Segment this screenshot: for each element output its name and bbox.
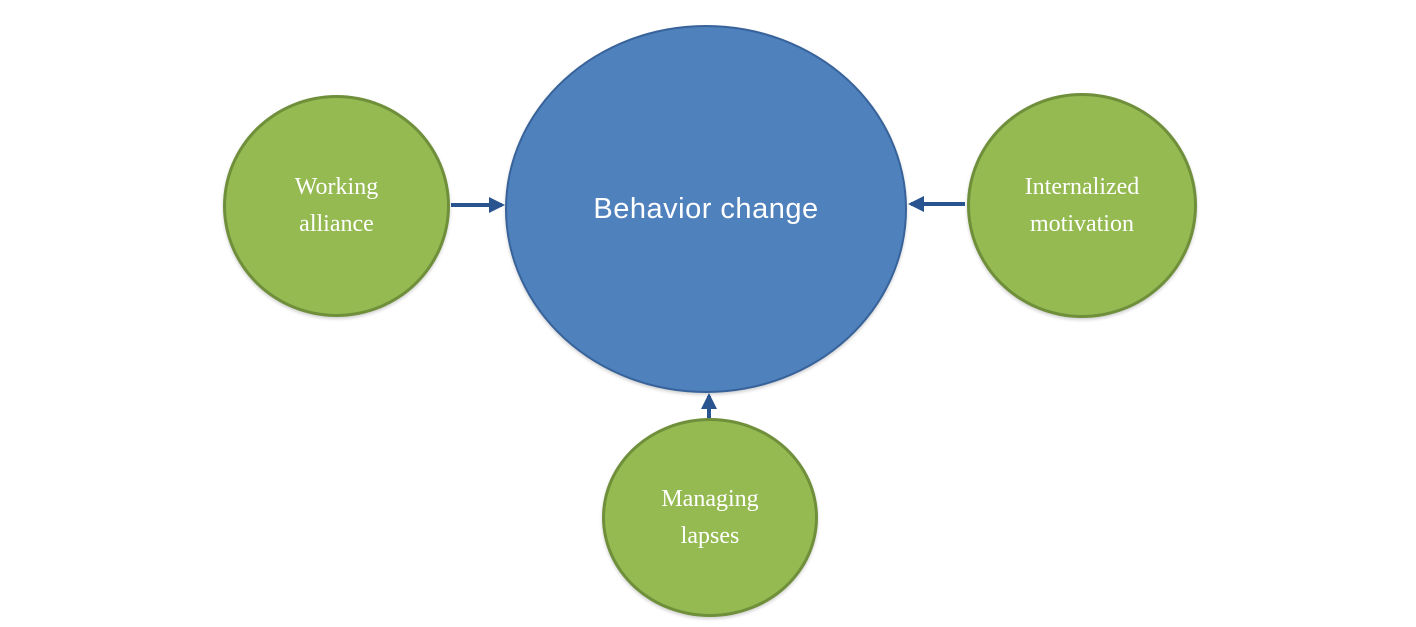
node-managing-lapses: Managing lapses: [602, 418, 818, 617]
node-behavior-change-label: Behavior change: [593, 192, 819, 225]
node-working-alliance: Working alliance: [223, 95, 450, 317]
node-behavior-change: Behavior change: [505, 25, 907, 393]
node-internalized-motivation-label: Internalized motivation: [1024, 173, 1140, 237]
node-internalized-motivation: Internalized motivation: [967, 93, 1197, 318]
node-working-alliance-label: Working alliance: [294, 174, 379, 237]
node-managing-lapses-label: Managing lapses: [661, 485, 759, 549]
